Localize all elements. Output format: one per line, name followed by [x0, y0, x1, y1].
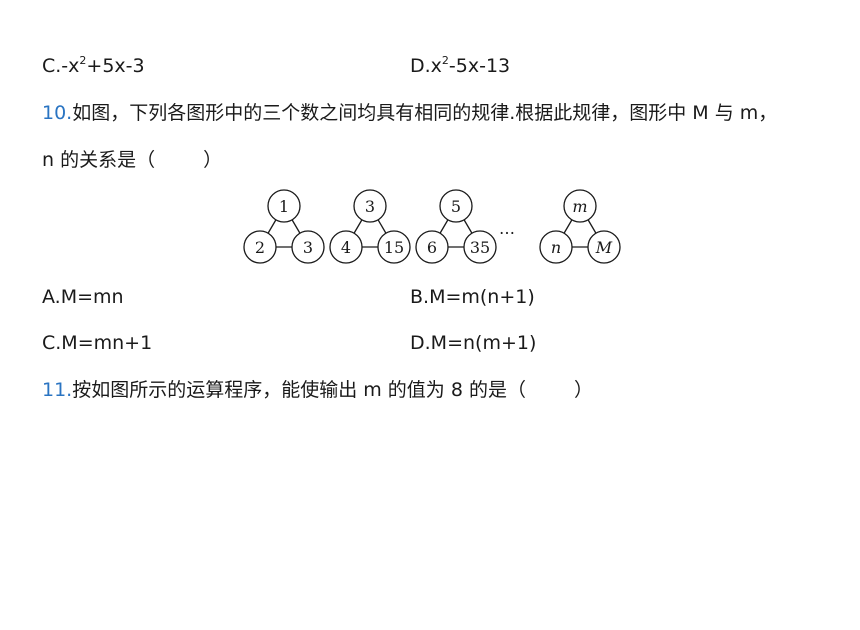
circle-value-top: 5	[451, 197, 461, 216]
q10-stem-line2: n 的关系是（ ）	[42, 148, 222, 172]
circle-value-top: 1	[279, 197, 289, 216]
figure-group: 5 6 35	[415, 189, 497, 264]
number-circle	[539, 230, 573, 264]
circle-value-left: n	[551, 238, 561, 257]
q11-text-end: ）	[573, 379, 593, 401]
q11-text-start: 按如图所示的运算程序，能使输出 m 的值为 8 的是（	[72, 379, 526, 401]
circle-value-right: 3	[303, 238, 313, 257]
figure-ellipsis: …	[499, 219, 515, 238]
figure-group: 3 4 15	[329, 189, 411, 264]
number-circle	[587, 230, 621, 264]
number-circle	[291, 230, 325, 264]
number-circle	[463, 230, 497, 264]
circle-value-right: M	[595, 238, 613, 257]
option-d-base: D.x	[410, 55, 442, 77]
circle-value-top: 3	[365, 197, 375, 216]
number-circle	[353, 189, 387, 223]
option-d-q9: D.x2-5x-13	[410, 54, 510, 78]
option-d-exponent: 2	[441, 54, 449, 67]
option-a-q10: A.M=mn	[42, 286, 124, 308]
option-d-rest: -5x-13	[448, 55, 511, 77]
q10-text-line2-end: ）	[203, 149, 223, 171]
circle-value-left: 2	[255, 238, 265, 257]
circle-value-right: 35	[470, 238, 490, 257]
circle-value-right: 15	[384, 238, 404, 257]
number-circle	[563, 189, 597, 223]
q11-number: 11.	[42, 379, 73, 401]
q10-number: 10.	[42, 102, 73, 124]
number-circle	[243, 230, 277, 264]
option-c-rest: +5x-3	[86, 55, 145, 77]
option-c-exponent: 2	[79, 54, 87, 67]
q10-stem-line1: 10.如图，下列各图形中的三个数之间均具有相同的规律.根据此规律，图形中 M 与…	[42, 101, 777, 125]
option-c-q9: C.-x2+5x-3	[42, 54, 145, 78]
q10-text-line2-start: n 的关系是（	[42, 149, 156, 171]
q11-stem: 11.按如图所示的运算程序，能使输出 m 的值为 8 的是（ ）	[42, 378, 593, 402]
figure-group: m n M	[539, 189, 621, 264]
number-circle	[377, 230, 411, 264]
q10-triangle-figure: 1 2 3 3 4 15 5 6 35 m n M …	[243, 189, 621, 264]
option-d-q10: D.M=n(m+1)	[410, 332, 537, 354]
number-circle	[267, 189, 301, 223]
number-circle	[329, 230, 363, 264]
number-circle	[415, 230, 449, 264]
figure-group: 1 2 3	[243, 189, 325, 264]
circle-value-left: 4	[341, 238, 351, 257]
circle-value-left: 6	[427, 238, 437, 257]
option-b-q10: B.M=m(n+1)	[410, 286, 535, 308]
q10-text-line1: 如图，下列各图形中的三个数之间均具有相同的规律.根据此规律，图形中 M 与 m，	[72, 102, 778, 124]
option-c-q10: C.M=mn+1	[42, 332, 153, 354]
number-circle	[439, 189, 473, 223]
circle-value-top: m	[572, 197, 587, 216]
option-c-base: C.-x	[42, 55, 80, 77]
